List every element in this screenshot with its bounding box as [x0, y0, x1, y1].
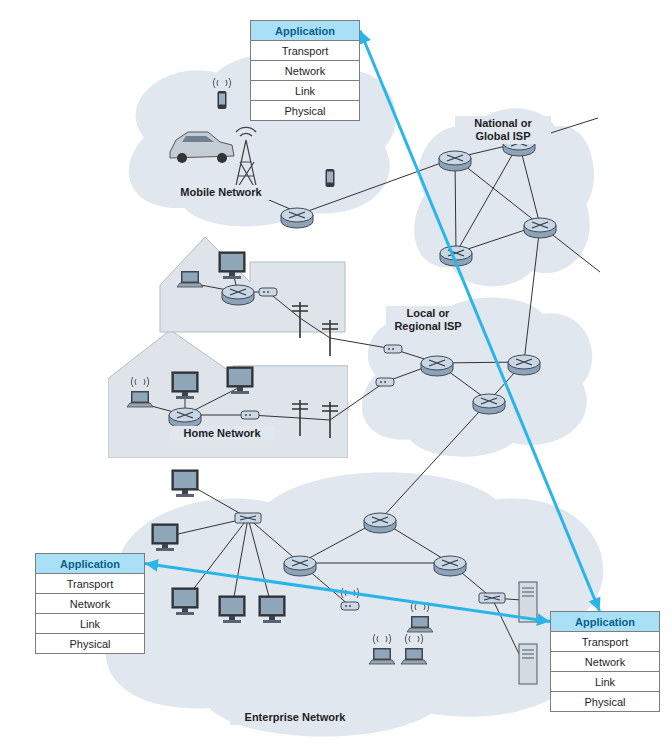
- protocol-layer-box: Physical: [550, 691, 660, 712]
- ethernet-switch: [479, 593, 505, 603]
- region-outline: [80, 460, 620, 742]
- cable-headend: [376, 378, 394, 386]
- layer-name: Transport: [582, 636, 629, 648]
- layer-name: Network: [285, 65, 325, 77]
- application-layer-box: Application: [250, 20, 360, 41]
- enterprise-network-cloud: Enterprise Network: [80, 460, 620, 742]
- utility-pole: [292, 302, 308, 338]
- layer-name: Network: [70, 598, 110, 610]
- smartphone: [218, 91, 227, 109]
- cable-headend: [384, 345, 402, 353]
- router: [284, 556, 316, 576]
- smartphone: [326, 169, 335, 187]
- protocol-layer-box: Physical: [250, 100, 360, 121]
- cable-modem: [241, 411, 259, 419]
- router: [473, 394, 505, 414]
- protocol-layer-box: Link: [35, 613, 145, 634]
- house-outline: [160, 237, 345, 332]
- protocol-layer-box: Transport: [250, 40, 360, 61]
- router: [439, 151, 471, 171]
- utility-pole: [322, 320, 338, 356]
- protocol-layer-box: Transport: [35, 573, 145, 594]
- network-label: National or Global ISP: [455, 116, 551, 144]
- layer-name: Network: [585, 656, 625, 668]
- router: [364, 513, 396, 533]
- wireless-access-point: [341, 602, 359, 610]
- network-label: Enterprise Network: [230, 710, 360, 725]
- layer-name: Link: [595, 676, 615, 688]
- protocol-layer-box: Physical: [35, 633, 145, 654]
- network-label: Home Network: [170, 426, 274, 441]
- protocol-layer-box: Link: [550, 671, 660, 692]
- desktop-computer: [219, 252, 245, 279]
- regional-isp-cloud: Local or Regional ISP: [350, 290, 600, 460]
- layer-name: Physical: [285, 105, 326, 117]
- application-layer-box: Application: [35, 553, 145, 574]
- layer-name: Link: [295, 85, 315, 97]
- layer-name: Application: [275, 25, 335, 37]
- router: [434, 556, 466, 576]
- router: [508, 355, 540, 375]
- layer-name: Transport: [282, 45, 329, 57]
- protocol-layer-box: Transport: [550, 631, 660, 652]
- desktop-computer: [172, 470, 198, 497]
- laptop: [177, 271, 203, 287]
- protocol-layer-box: Network: [550, 651, 660, 672]
- router: [222, 285, 254, 305]
- application-layer-box: Application: [550, 611, 660, 632]
- router: [281, 208, 313, 228]
- ethernet-switch: [235, 513, 261, 523]
- router: [524, 218, 556, 238]
- server: [519, 644, 537, 684]
- network-label: Local or Regional ISP: [386, 306, 470, 334]
- layer-name: Physical: [585, 696, 626, 708]
- layer-name: Application: [575, 616, 635, 628]
- protocol-layer-box: Network: [35, 593, 145, 614]
- cable-modem: [259, 288, 277, 296]
- layer-name: Link: [80, 618, 100, 630]
- router: [421, 356, 453, 376]
- router: [169, 408, 201, 428]
- layer-name: Application: [60, 558, 120, 570]
- protocol-layer-box: Network: [250, 60, 360, 81]
- network-label: Mobile Network: [165, 185, 277, 200]
- layer-name: Transport: [67, 578, 114, 590]
- protocol-layer-box: Link: [250, 80, 360, 101]
- layer-name: Physical: [70, 638, 111, 650]
